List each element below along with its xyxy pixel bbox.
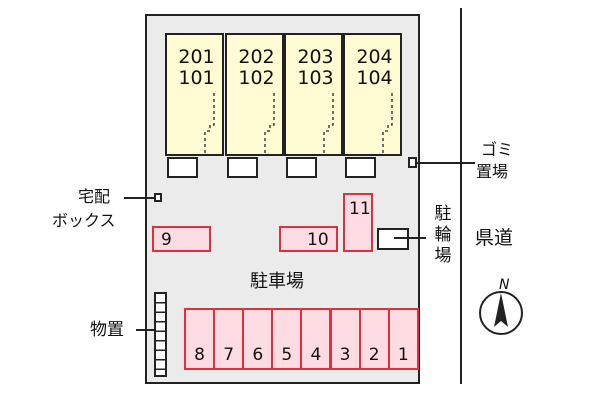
storage-label: 物置 xyxy=(90,320,124,340)
unit-number-upper: 204 xyxy=(356,46,393,68)
garbage-leader xyxy=(417,162,475,164)
unit-number-lower: 104 xyxy=(356,67,393,89)
storage-structure xyxy=(154,292,167,377)
unit-number-upper: 201 xyxy=(178,46,215,68)
delivery-label-line2: ボックス xyxy=(52,211,116,230)
parking-number: 3 xyxy=(339,345,351,365)
garbage-marker xyxy=(408,157,417,168)
parking-space: 7 xyxy=(213,308,245,370)
garbage-label-line1: ゴミ xyxy=(481,140,514,159)
parking-space-9: 9 xyxy=(152,226,211,252)
parking-number: 11 xyxy=(349,199,371,219)
parking-number: 9 xyxy=(161,230,172,250)
parking-space: 4 xyxy=(300,308,332,370)
parking-space-10: 10 xyxy=(279,226,338,252)
parking-number: 5 xyxy=(281,345,293,365)
bicycle-parking-label: 駐輪場 xyxy=(434,204,452,266)
parking-lot-label: 駐車場 xyxy=(250,271,304,292)
bicycle-parking-marker xyxy=(377,228,409,250)
parking-number: 7 xyxy=(223,345,235,365)
road-line xyxy=(460,8,462,384)
parking-space: 3 xyxy=(329,308,361,370)
entrance-step xyxy=(227,157,258,178)
unit-number-upper: 202 xyxy=(238,46,275,68)
parking-space: 6 xyxy=(242,308,274,370)
entrance-step xyxy=(345,157,376,178)
storage-leader xyxy=(136,329,154,331)
prefectural-road-label: 県道 xyxy=(475,227,514,249)
parking-number: 10 xyxy=(307,230,329,250)
unit-partition xyxy=(204,93,215,154)
parking-space-11: 11 xyxy=(343,193,373,252)
parking-space: 8 xyxy=(184,308,216,370)
parking-number: 2 xyxy=(368,345,380,365)
parking-number: 4 xyxy=(310,345,322,365)
delivery-label-line1: 宅配 xyxy=(78,187,111,206)
parking-number: 8 xyxy=(194,345,205,365)
compass-needle xyxy=(494,293,508,327)
unit-partition xyxy=(264,93,275,154)
parking-number: 1 xyxy=(397,345,409,365)
compass-north-label: N xyxy=(499,277,510,293)
delivery-box-marker xyxy=(154,193,162,202)
unit-number-lower: 103 xyxy=(297,67,334,89)
delivery-leader xyxy=(124,197,154,199)
parking-space: 5 xyxy=(271,308,303,370)
garbage-label-line2: 置場 xyxy=(476,162,509,181)
unit-partition xyxy=(382,93,393,154)
unit-partition xyxy=(323,93,334,154)
parking-number: 6 xyxy=(252,345,264,365)
unit-number-upper: 203 xyxy=(297,46,334,68)
entrance-step xyxy=(167,157,198,178)
parking-space: 2 xyxy=(358,308,390,370)
unit-number-lower: 102 xyxy=(238,67,275,89)
entrance-step xyxy=(286,157,317,178)
parking-space: 1 xyxy=(387,308,419,370)
unit-number-lower: 101 xyxy=(178,67,215,89)
bicycle-leader xyxy=(394,237,426,239)
north-compass: N xyxy=(479,277,523,335)
